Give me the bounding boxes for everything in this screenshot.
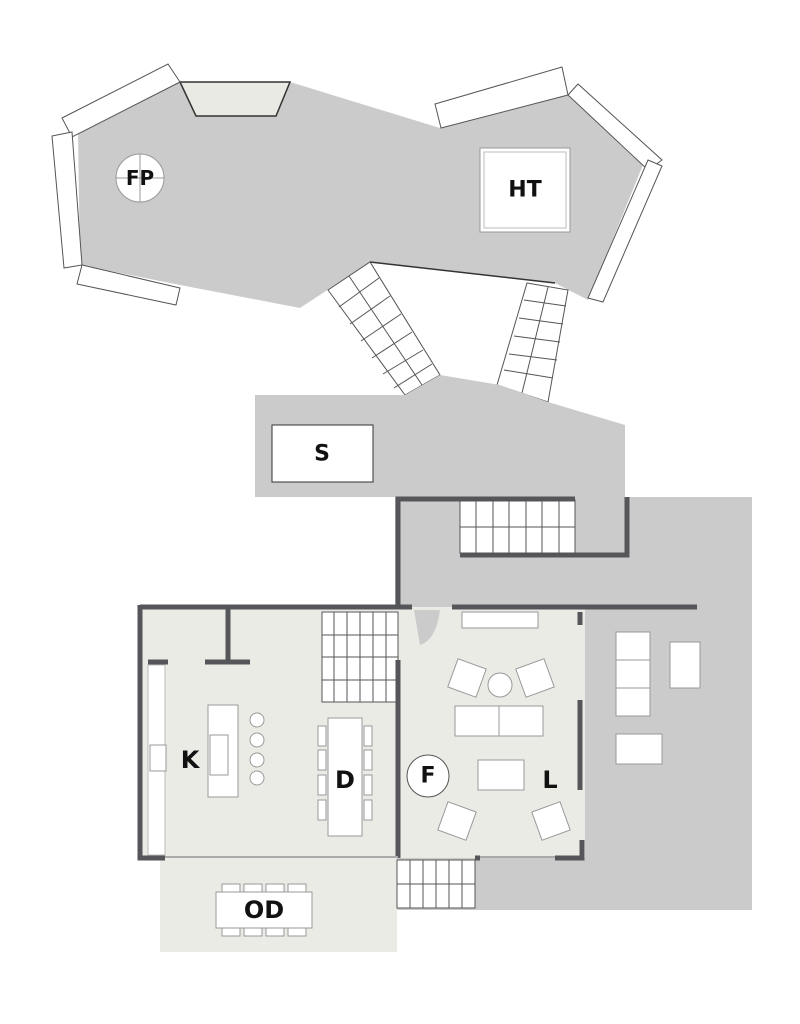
sink-icon [209,734,229,776]
label-fp: FP [126,166,154,190]
deck-edge [369,261,556,284]
stairs-right[interactable] [496,282,569,403]
walls [137,604,697,861]
label-f: F [420,764,435,789]
fireplace-upper: FP [115,153,165,203]
stairs-entry[interactable] [459,499,576,554]
window [61,63,181,138]
dining-table: D [317,717,373,837]
bar-stools [249,712,265,786]
window [567,83,663,171]
window [76,264,181,306]
label-s: S [314,442,330,467]
living-furniture [437,658,571,841]
wall [395,496,575,607]
label-l: L [542,766,557,794]
entry-door[interactable] [414,610,440,645]
stairs-deck[interactable] [396,859,476,909]
label-d: D [335,766,355,794]
upper-deck [78,82,645,308]
stairs-left[interactable] [327,261,441,396]
wall [460,497,630,558]
window [587,159,663,303]
outdoor-dining-table: OD [215,883,313,937]
stairs-interior[interactable] [321,611,399,703]
deck-furniture [615,631,701,765]
label-k: K [181,746,201,774]
stove-icon [149,744,167,772]
storage: S [271,424,374,483]
fireplace: F [406,754,450,798]
label-ht: HT [508,178,541,203]
hot-tub: HT [479,147,571,233]
console [461,611,539,629]
skylight [178,81,292,117]
label-od: OD [244,896,284,924]
window [51,131,83,269]
